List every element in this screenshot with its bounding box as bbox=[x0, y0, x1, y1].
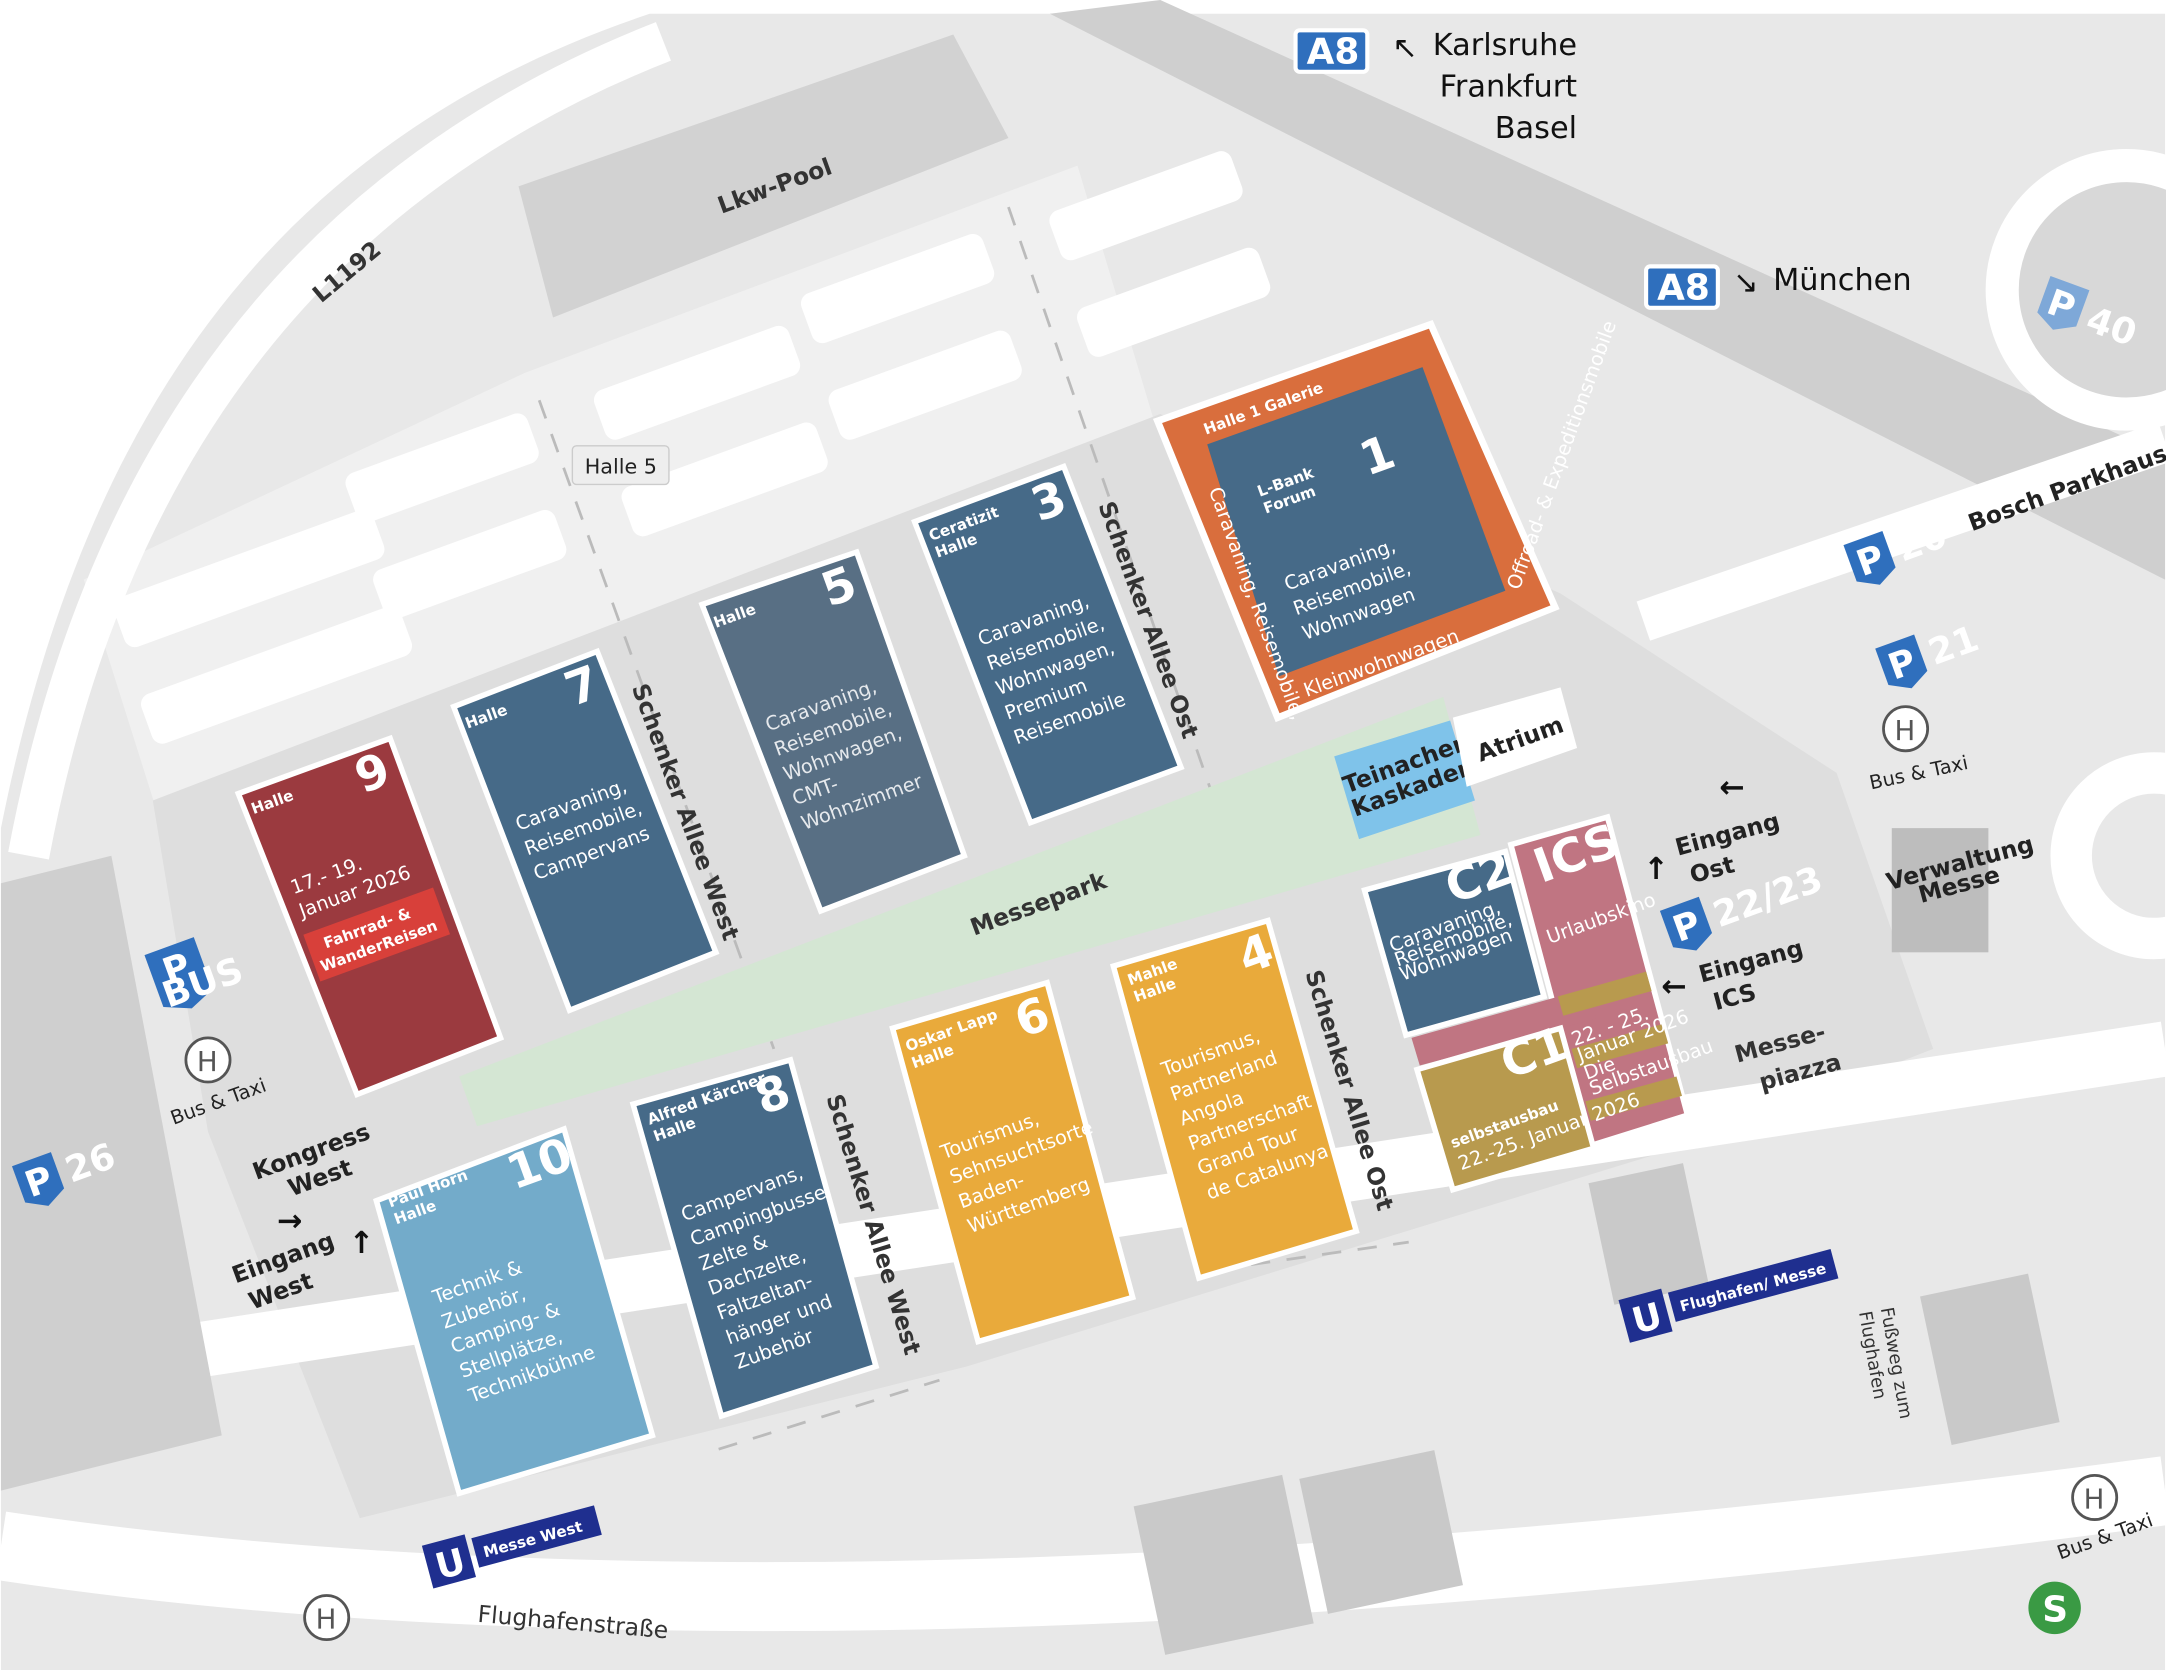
highway-a8 bbox=[1049, 0, 2166, 580]
roundabout bbox=[2050, 752, 2166, 960]
fahrrad-wanderreisen-badge bbox=[303, 887, 451, 982]
lkw-pool-area bbox=[518, 34, 1009, 318]
hall-ics[interactable]: ICS Urlaubskino 22. - 25.Januar 2026DieS… bbox=[1411, 813, 1716, 1150]
halle-5-tag[interactable]: Halle 5 bbox=[571, 445, 670, 486]
buildings-south bbox=[1133, 828, 2060, 1655]
hall-c2[interactable]: C2 Caravaning,Reisemobile,Wohnwagen bbox=[1361, 841, 1548, 1039]
s-bahn-stop[interactable]: S bbox=[2028, 1581, 2081, 1635]
bus-stop-flughafenstrasse[interactable]: H bbox=[303, 1594, 351, 1642]
h-stop-icon: H bbox=[316, 1603, 337, 1636]
h-stop-icon: H bbox=[1895, 714, 1916, 747]
hall-3[interactable]: 3 CeratizitHalle Caravaning,Reisemobile,… bbox=[911, 462, 1185, 827]
halle-5-tag-text: Halle 5 bbox=[585, 454, 657, 478]
hall-7[interactable]: 7 Halle Caravaning,Reisemobile,Campervan… bbox=[450, 647, 720, 1014]
parking-rows bbox=[113, 151, 1271, 744]
a8-sign-north: A8 bbox=[1293, 28, 1370, 74]
hall-5[interactable]: 5 Halle Caravaning,Reisemobile,Wohnwagen… bbox=[698, 548, 968, 915]
hall-9[interactable]: 9 Halle 17.- 19.Januar 2026 Fahrrad- &Wa… bbox=[234, 734, 505, 1099]
messepark bbox=[459, 696, 1481, 1127]
s-bahn-icon: S bbox=[2042, 1590, 2068, 1631]
arrow-right-icon: → bbox=[277, 1204, 302, 1239]
a8-label: A8 bbox=[1657, 267, 1710, 308]
teinacher-kaskaden bbox=[1334, 720, 1475, 840]
bosch-road bbox=[1636, 422, 2166, 641]
a8-sign-south: A8 bbox=[1644, 264, 1720, 310]
arrow-up-icon: ↑ bbox=[349, 1226, 374, 1261]
hall-6[interactable]: 6 Oskar LappHalle Tourismus,Sehnsuchtsor… bbox=[889, 979, 1137, 1345]
h-stop-icon: H bbox=[197, 1045, 218, 1078]
hall-4[interactable]: 4 MahleHalle Tourismus,PartnerlandAngola… bbox=[1109, 917, 1360, 1282]
parking-p40[interactable]: P 40 bbox=[2034, 276, 2145, 357]
arrow-up-icon: ↑ bbox=[1643, 852, 1668, 887]
arrow-left-icon: ← bbox=[1661, 969, 1686, 1004]
parking-p26 bbox=[0, 855, 222, 1491]
atrium bbox=[1452, 687, 1578, 787]
south-destination: München bbox=[1773, 263, 1912, 298]
arrow-southeast-icon: ↘ bbox=[1733, 266, 1758, 301]
arrow-northwest-icon: ↖ bbox=[1392, 31, 1417, 66]
arrow-left-icon: ← bbox=[1719, 771, 1744, 806]
hall-8[interactable]: 8 Alfred KärcherHalle Campervans,Camping… bbox=[629, 1056, 880, 1420]
parking-p26[interactable]: P 26 bbox=[11, 1132, 123, 1213]
a8-label: A8 bbox=[1307, 31, 1360, 72]
ring-road bbox=[8, 22, 671, 860]
flughafenstrasse-road bbox=[0, 1456, 2166, 1632]
h-stop-icon: H bbox=[2084, 1483, 2105, 1516]
entrance-ost[interactable]: ← ↑ EingangOst bbox=[1643, 771, 1790, 891]
